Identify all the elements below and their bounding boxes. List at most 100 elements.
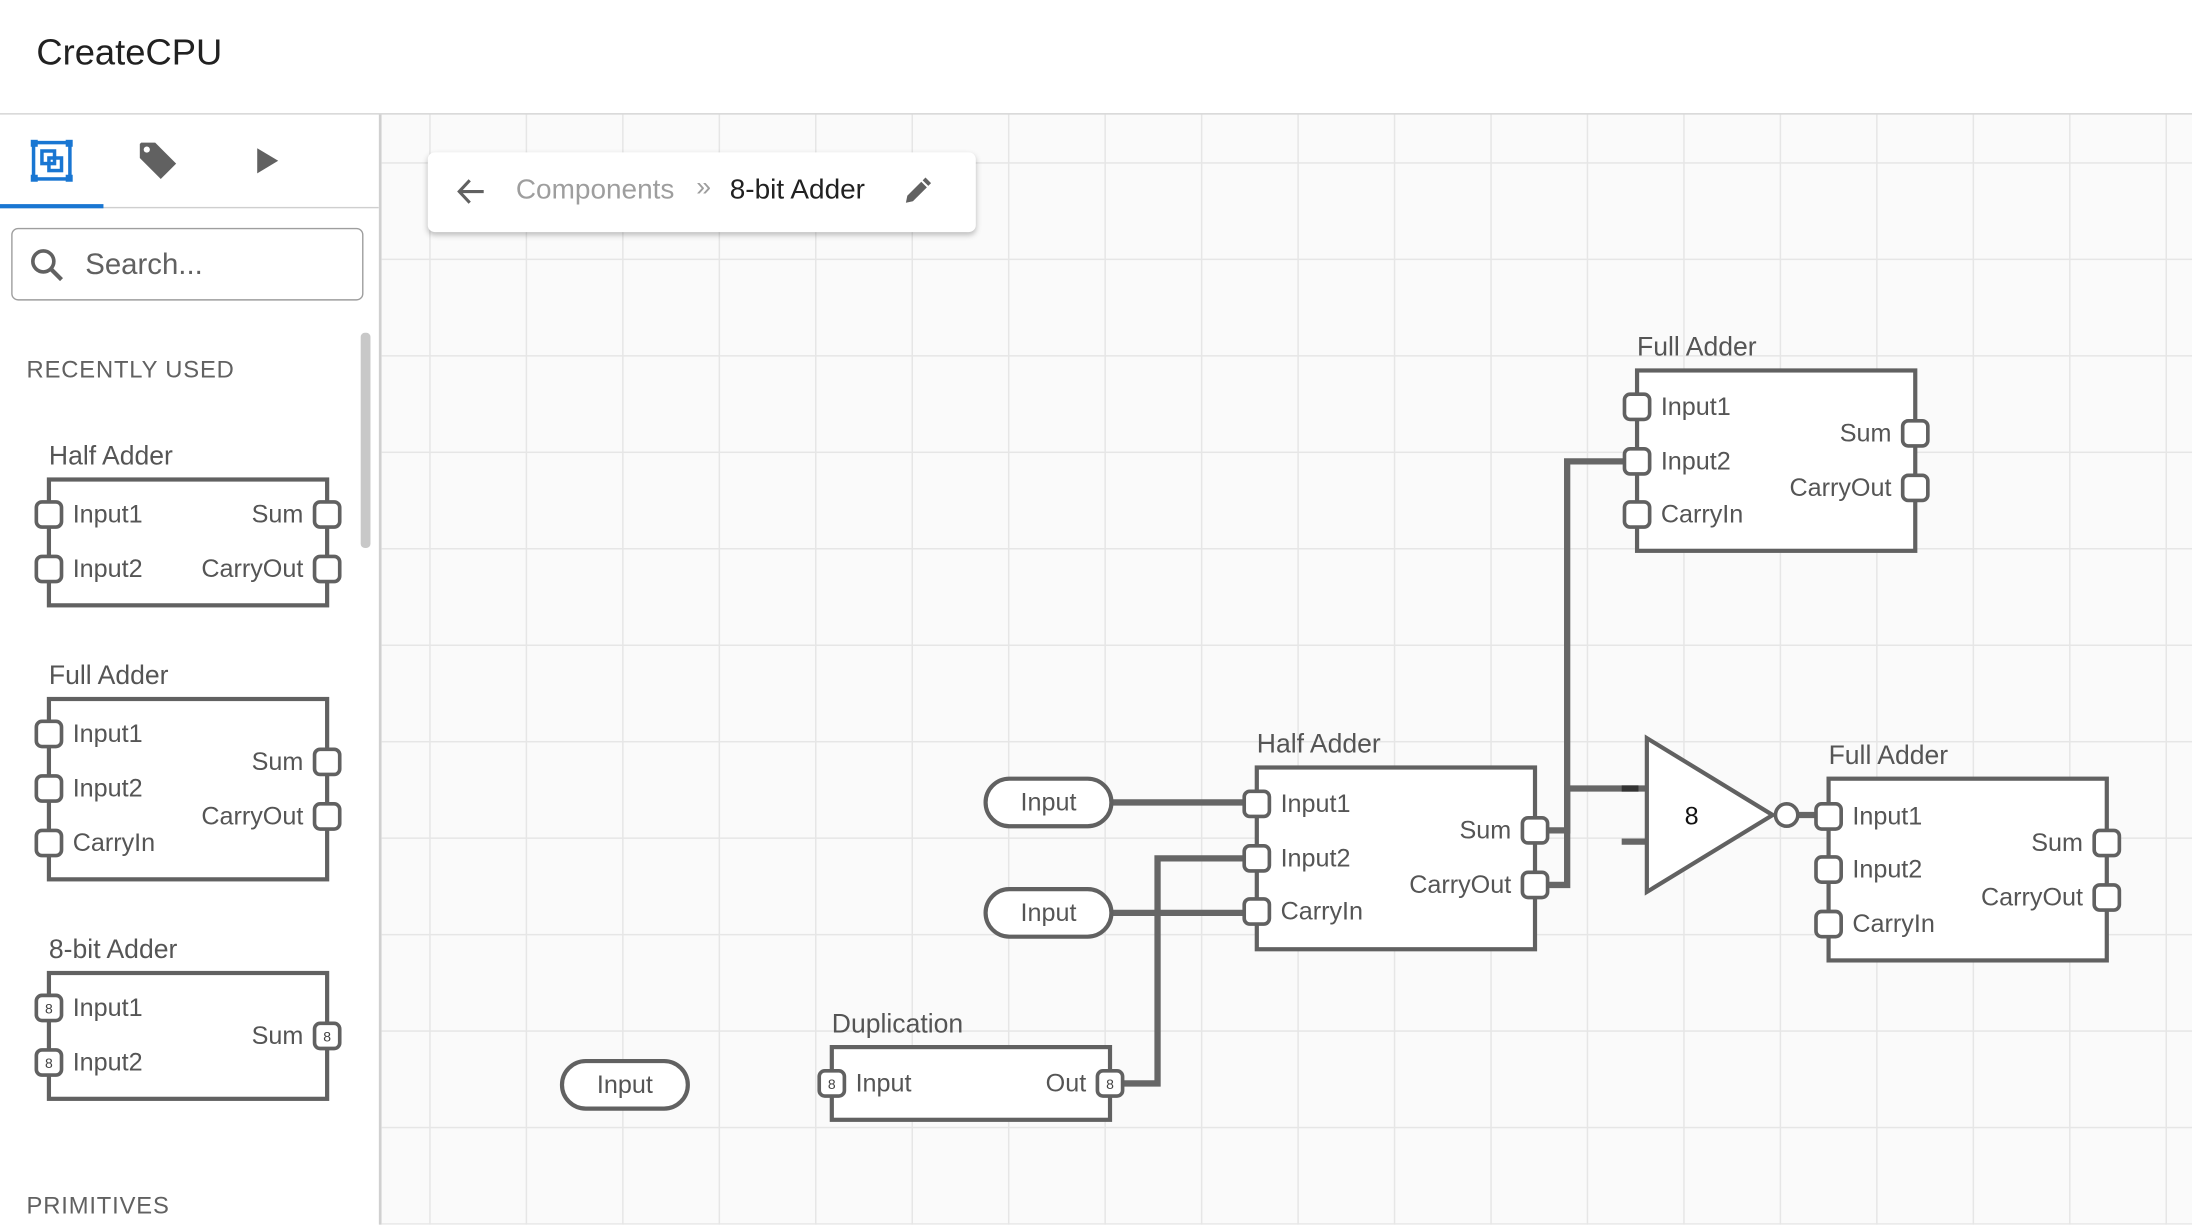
- component-body[interactable]: [1634, 368, 1918, 553]
- play-icon: [257, 148, 279, 174]
- component-title: Full Adder: [1637, 332, 1757, 362]
- input-node: Input: [983, 887, 1114, 939]
- primitives-heading: PRIMITIVES: [26, 1192, 170, 1220]
- input-port[interactable]: [1814, 909, 1843, 939]
- component-body[interactable]: [46, 477, 330, 608]
- breadcrumb: Components » 8-bit Adder: [427, 152, 976, 233]
- output-port[interactable]: [312, 1021, 342, 1051]
- input-port[interactable]: [1814, 855, 1843, 884]
- wire[interactable]: [1122, 855, 1248, 1087]
- output-port-width: 8: [1106, 1076, 1114, 1092]
- output-port-label: CarryOut: [1981, 884, 2083, 912]
- input-port[interactable]: [1622, 446, 1652, 476]
- input-port-label: Input2: [73, 555, 143, 583]
- active-tab-indicator: [0, 204, 104, 209]
- output-port-label: CarryOut: [1789, 474, 1891, 502]
- input-port-label: Input2: [73, 1048, 143, 1076]
- input-port[interactable]: [34, 554, 64, 584]
- input-port[interactable]: [817, 1069, 847, 1098]
- sidebar-scrollbar[interactable]: [360, 332, 371, 549]
- inverter-bubble: [1773, 802, 1800, 829]
- output-port[interactable]: [1095, 1069, 1125, 1098]
- input-node: Input: [983, 776, 1114, 829]
- tab-components[interactable]: [0, 115, 103, 207]
- component-title: Full Adder: [1829, 740, 1949, 770]
- output-port[interactable]: [1900, 473, 1930, 503]
- input-port-label: CarryIn: [1661, 500, 1743, 528]
- component-body[interactable]: [46, 970, 330, 1101]
- input-port[interactable]: [34, 500, 64, 529]
- output-port-width: 8: [323, 1029, 331, 1045]
- input-port-label: Input1: [73, 500, 143, 528]
- edit-pencil-icon[interactable]: [903, 177, 932, 206]
- output-port-label: Sum: [252, 748, 304, 776]
- output-port-label: Sum: [2031, 829, 2083, 857]
- output-port[interactable]: [312, 500, 342, 529]
- component-title: Full Adder: [49, 660, 169, 690]
- tab-tags[interactable]: [106, 115, 209, 207]
- input-port[interactable]: [34, 774, 64, 803]
- input-port-label: CarryIn: [1281, 897, 1363, 925]
- input-node-body[interactable]: [559, 1058, 690, 1111]
- output-port[interactable]: [2092, 883, 2122, 912]
- output-port[interactable]: [312, 747, 342, 777]
- input-node-label: Input: [1021, 788, 1077, 816]
- breadcrumb-separator: »: [696, 173, 711, 203]
- input-port-label: Input1: [1852, 802, 1922, 830]
- input-port[interactable]: [34, 1048, 64, 1077]
- input-port-width: 8: [828, 1076, 836, 1092]
- circuit-diagram[interactable]: Full AdderInput1Input2CarryInSumCarryOut…: [382, 115, 2192, 1225]
- input-port[interactable]: [1622, 392, 1652, 422]
- input-port[interactable]: [34, 828, 64, 858]
- input-node: Input: [559, 1058, 690, 1111]
- input-port-label: Input2: [1852, 856, 1922, 884]
- input-port[interactable]: [34, 993, 64, 1023]
- component-body[interactable]: [46, 696, 330, 882]
- input-node-body[interactable]: [983, 887, 1114, 939]
- output-port[interactable]: [312, 802, 342, 831]
- tab-simulate[interactable]: [215, 115, 318, 207]
- component-body[interactable]: [829, 1045, 1113, 1122]
- output-port[interactable]: [1520, 870, 1550, 900]
- output-port-label: Sum: [252, 1022, 304, 1050]
- input-port[interactable]: [34, 719, 64, 749]
- input-port[interactable]: [1814, 802, 1843, 831]
- search-box[interactable]: [11, 227, 364, 301]
- input-node-body[interactable]: [983, 776, 1114, 829]
- input-port[interactable]: [1242, 843, 1272, 873]
- input-port[interactable]: [1622, 500, 1652, 529]
- input-port-label: Input1: [1281, 790, 1351, 818]
- input-node-label: Input: [1021, 899, 1077, 927]
- search-input[interactable]: [82, 240, 354, 291]
- back-arrow-icon[interactable]: [456, 176, 487, 207]
- input-port-label: Input2: [1281, 844, 1351, 872]
- wire[interactable]: [1546, 785, 1647, 889]
- output-port-label: Sum: [252, 500, 304, 528]
- breadcrumb-components-link[interactable]: Components: [515, 174, 675, 206]
- input-port-label: Input2: [1661, 447, 1731, 475]
- inverter-triangle[interactable]: [1644, 734, 1777, 896]
- components-icon: [30, 139, 73, 182]
- output-port-label: Sum: [1460, 816, 1512, 844]
- output-port[interactable]: [2092, 828, 2122, 858]
- output-port[interactable]: [312, 554, 342, 584]
- component-title: 8-bit Adder: [49, 934, 178, 964]
- wire[interactable]: [1546, 458, 1628, 834]
- input-port-label: Input1: [73, 720, 143, 748]
- output-port[interactable]: [1900, 418, 1930, 448]
- component-body[interactable]: [1254, 765, 1538, 952]
- output-port-label: Out: [1046, 1069, 1087, 1097]
- input-port[interactable]: [1242, 897, 1272, 926]
- output-port-label: CarryOut: [1409, 871, 1511, 899]
- output-port[interactable]: [1520, 816, 1550, 845]
- input-port[interactable]: [1242, 789, 1272, 819]
- input-port-label: Input2: [73, 774, 143, 802]
- search-icon: [31, 249, 63, 282]
